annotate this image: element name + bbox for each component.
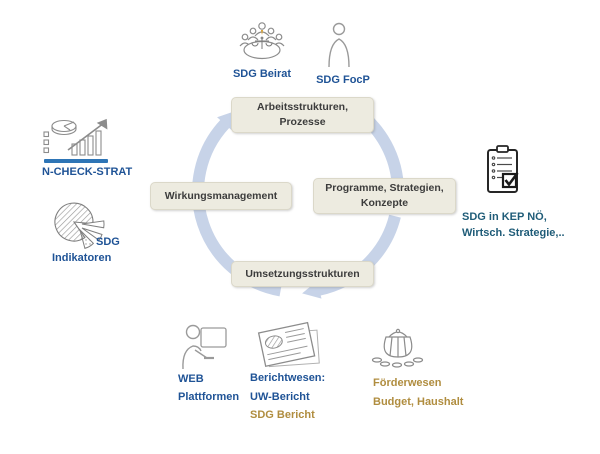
cycle-box-wirkungsmanagement: Wirkungsmanagement	[150, 182, 292, 210]
cycle-box-programme: Programme, Strategien, Konzepte	[313, 178, 456, 214]
web-label-line1: WEB	[178, 373, 204, 385]
ncheck-underline	[44, 159, 108, 163]
ncheck-strat-label: N-CHECK-STRAT	[42, 166, 133, 178]
meeting-group-icon	[239, 22, 285, 60]
cycle-box-arbeitsstrukturen-line1: Arbeitsstrukturen,	[256, 101, 349, 113]
kep-label-line1: SDG in KEP NÖ,	[462, 211, 547, 223]
cycle-box-wirkungsmanagement-line1: Wirkungsmanagement	[164, 189, 278, 202]
cycle-box-arbeitsstrukturen: Arbeitsstrukturen, Prozesse	[231, 97, 374, 133]
charts-dashboard-icon	[43, 118, 108, 156]
cycle-box-arbeitsstrukturen-line2: Prozesse	[279, 116, 326, 128]
berichtwesen-label-line1: Berichtwesen:	[250, 372, 326, 384]
berichtwesen-label-line3: SDG Bericht	[250, 409, 315, 421]
kep-label-line2: Wirtsch. Strategie,..	[462, 227, 565, 239]
cycle-box-programme-line1: Programme, Strategien,	[325, 182, 444, 194]
sdg-indikatoren-label-line2: Indikatoren	[52, 252, 112, 264]
sdg-focp-label: SDG FocP	[316, 74, 370, 86]
foerderwesen-label-line1: Förderwesen	[373, 377, 442, 389]
berichtwesen-label-line2: UW-Bericht	[250, 391, 310, 403]
money-purse-icon	[371, 328, 424, 368]
scales-icon	[251, 36, 273, 49]
checklist-clipboard-icon	[487, 145, 519, 193]
sdg-indikatoren-label-line1: SDG	[96, 236, 120, 248]
cycle-box-umsetzungsstrukturen: Umsetzungsstrukturen	[231, 261, 374, 287]
person-computer-icon	[182, 324, 227, 370]
report-document-icon	[257, 321, 320, 368]
person-outline-icon	[328, 22, 350, 68]
sdg-beirat-label: SDG Beirat	[232, 68, 292, 80]
pie-chart-icon	[54, 202, 105, 250]
cycle-box-umsetzungsstrukturen-line1: Umsetzungsstrukturen	[245, 267, 360, 280]
cycle-box-programme-line2: Konzepte	[360, 197, 409, 209]
web-label-line2: Plattformen	[178, 391, 240, 403]
beirat-gold-tie	[261, 30, 263, 35]
foerderwesen-label-line2: Budget, Haushalt	[373, 396, 464, 408]
